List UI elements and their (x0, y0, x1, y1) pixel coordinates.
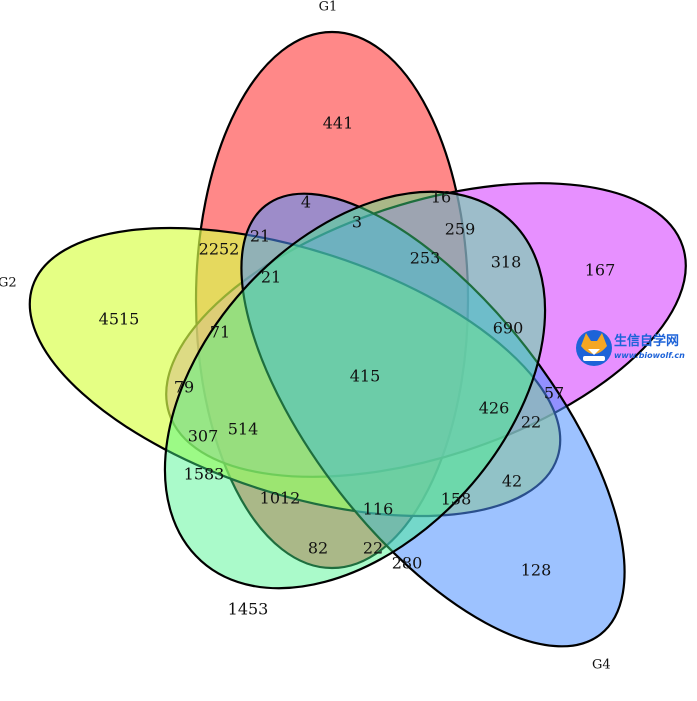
region-count: 21 (250, 227, 270, 246)
set-label-g2: G2 (0, 276, 17, 291)
region-count: 441 (323, 114, 354, 133)
region-count: 22 (521, 413, 541, 432)
region-count: 426 (479, 399, 510, 418)
region-count: 82 (308, 539, 328, 558)
set-g4-ellipse (240, 192, 626, 648)
region-count: 1583 (184, 465, 225, 484)
region-count: 79 (174, 378, 194, 397)
region-count: 280 (392, 554, 423, 573)
region-count: 514 (228, 420, 259, 439)
region-count: 259 (445, 220, 476, 239)
region-count: 1012 (260, 489, 301, 508)
watermark-logo: 生信自学网 www.biowolf.cn (576, 330, 685, 366)
region-count: 415 (350, 367, 381, 386)
region-count: 4515 (99, 310, 140, 329)
set-label-g1: G1 (319, 0, 338, 15)
region-count: 71 (210, 323, 230, 342)
set-label-g4: G4 (592, 658, 611, 673)
region-count: 3 (352, 213, 362, 232)
region-count: 1453 (228, 600, 269, 619)
region-count: 158 (441, 490, 472, 509)
watermark-url: www.biowolf.cn (614, 351, 685, 360)
region-count: 116 (363, 500, 394, 519)
region-count: 4 (301, 193, 311, 212)
region-count: 22 (363, 539, 383, 558)
region-count: 318 (491, 253, 522, 272)
set-g5-ellipse (163, 190, 547, 590)
region-count: 307 (188, 427, 219, 446)
region-count: 21 (261, 268, 281, 287)
watermark-title: 生信自学网 (614, 333, 679, 349)
region-count: 253 (410, 249, 441, 268)
region-count: 128 (521, 561, 552, 580)
region-count: 42 (502, 472, 522, 491)
region-count: 57 (544, 384, 564, 403)
region-count: 16 (431, 188, 451, 207)
region-count: 690 (493, 319, 524, 338)
region-count: 2252 (199, 240, 240, 259)
region-count: 167 (585, 261, 616, 280)
